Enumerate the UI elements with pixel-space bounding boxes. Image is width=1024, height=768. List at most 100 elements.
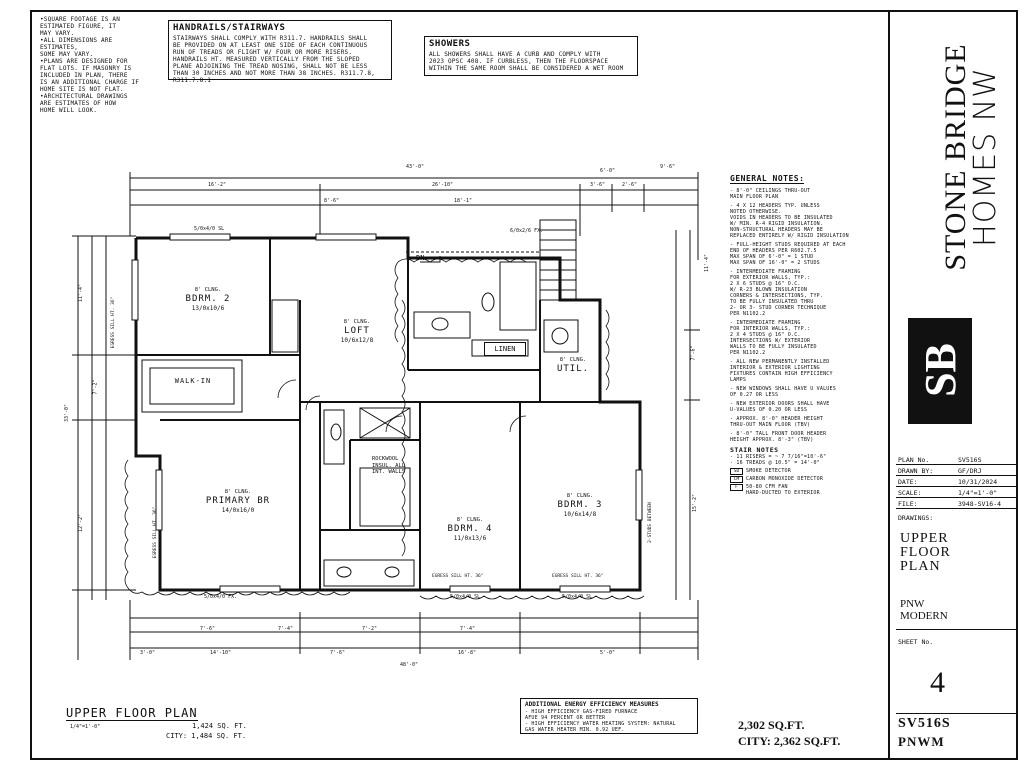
plan-scale: 1/4"=1'-0" — [70, 724, 101, 730]
titleblock-value: 3948-SV16-4 — [958, 500, 1002, 508]
window-bot-3: 5/0x4/0 SL — [562, 594, 593, 600]
dim-left-c: 12'-2" — [78, 513, 85, 533]
dim-bot-c: 7'-6" — [330, 650, 346, 656]
company-name-block: STONE BRIDGE HOMES NW — [896, 22, 1016, 312]
dim-top-e: 8'-6" — [324, 198, 340, 204]
titleblock-row: PLAN No.SV516S — [896, 454, 1016, 465]
linen-closet: LINEN — [484, 342, 526, 356]
titleblock-value: GF/DRJ — [958, 467, 982, 475]
dim-bot-f: 7'-6" — [200, 626, 216, 632]
legend-symbol: SD — [730, 468, 743, 475]
bdrm2-name: BDRM. 2 — [185, 294, 231, 304]
dim-left-a: 11'-4" — [78, 283, 85, 303]
sheet-number: 4 — [930, 666, 945, 699]
plan-sqft: 1,424 SQ. FT. — [192, 722, 247, 730]
bdrm4-size: 11/0x13/6 — [453, 535, 487, 542]
sheet-number-block: SHEET No. 4 — [896, 636, 1016, 714]
bdrm4-ceiling: 8' CLNG. — [456, 517, 484, 523]
titleblock-row: DATE:10/31/2024 — [896, 476, 1016, 487]
room-primary: 8' CLNG. PRIMARY BR 14/0x16/0 — [188, 488, 288, 515]
primary-ceiling: 8' CLNG. — [224, 489, 252, 495]
company-logo: SB — [908, 318, 972, 424]
window-top-1: 5/0x4/0 SL — [194, 226, 225, 232]
company-name-line1: STONE BRIDGE — [939, 43, 972, 271]
dim-top-d: 6'-0" — [600, 168, 616, 174]
energy-measures-box: ADDITIONAL ENERGY EFFICIENCY MEASURES - … — [520, 698, 698, 734]
dim-top-h: 2'-6" — [622, 182, 638, 188]
energy-title: ADDITIONAL ENERGY EFFICIENCY MEASURES — [525, 701, 659, 708]
showers-title: SHOWERS — [429, 39, 471, 49]
dim-bot-h: 7'-2" — [362, 626, 378, 632]
general-note-item: - INTERMEDIATE FRAMING FOR EXTERIOR WALL… — [730, 269, 827, 317]
dim-top-f: 18'-1" — [454, 198, 473, 204]
titleblock-value: 1/4"=1'-0" — [958, 489, 998, 497]
showers-note-box: SHOWERS ALL SHOWERS SHALL HAVE A CURB AN… — [424, 36, 638, 76]
window-top-2: 6/0x2/6 FX. — [510, 228, 544, 234]
studs-between-note: 2-STUDS BETWEEN — [647, 502, 653, 543]
rockwool-note: ROCKWOOL INSUL. ALL INT. WALLS — [372, 456, 406, 475]
dim-left-overall: 33'-0" — [64, 403, 71, 423]
dim-right-c: 15'-2" — [692, 493, 699, 513]
loft-size: 10/6x12/8 — [340, 337, 374, 344]
room-bdrm2: 8' CLNG. BDRM. 2 13/0x10/6 — [168, 286, 248, 313]
dim-bot-a: 3'-0" — [140, 650, 156, 656]
general-note-item: - 8'-0" TALL FRONT DOOR HEADER HEIGHT AP… — [730, 431, 827, 443]
energy-body: - HIGH EFFICIENCY GAS-FIRED FURNACE AFUE… — [525, 709, 676, 733]
dim-top-g: 3'-6" — [590, 182, 606, 188]
egress-bdrm2: EGRESS SILL HT. 36" — [111, 296, 117, 349]
primary-name: PRIMARY BR — [205, 496, 271, 506]
legend-symbol: CM — [730, 476, 743, 483]
dim-bot-d: 16'-8" — [458, 650, 477, 656]
egress-bdrm4: EGRESS SILL HT. 36" — [432, 574, 484, 579]
plan-title: UPPER FLOOR PLAN — [66, 706, 198, 721]
window-bot-1: 5/0x4/0 FX. — [204, 594, 238, 600]
titleblock-value: SV516S — [958, 456, 982, 464]
drawing-style: PNW MODERN — [900, 598, 948, 622]
bdrm4-name: BDRM. 4 — [447, 524, 493, 534]
legend-text: 50-80 CFM FAN HARD-DUCTED TO EXTERIOR — [746, 484, 820, 496]
loft-name: LOFT — [344, 326, 370, 336]
titleblock-key: FILE: — [898, 500, 918, 508]
room-walkin: WALK-IN — [168, 377, 218, 386]
dim-top-overall: 43'-0" — [406, 164, 425, 170]
title-block — [888, 12, 1016, 758]
drawing-name: UPPER FLOOR PLAN — [900, 531, 951, 574]
plan-code: SV516S — [898, 716, 951, 731]
bdrm3-name: BDRM. 3 — [557, 500, 603, 510]
plan-sqft-city: CITY: 1,484 SQ. FT. — [166, 732, 247, 740]
general-note-item: - NEW WINDOWS SHALL HAVE U VALUES OF 0.2… — [730, 386, 836, 398]
handrails-note-box: HANDRAILS/STAIRWAYS STAIRWAYS SHALL COMP… — [168, 20, 392, 84]
room-bdrm3: 8' CLNG. BDRM. 3 10/6x14/8 — [540, 492, 620, 519]
dim-top-b: 26'-10" — [432, 182, 454, 188]
dim-left-b: 7'-2" — [92, 379, 99, 395]
titleblock-key: DATE: — [898, 478, 918, 486]
bdrm3-ceiling: 8' CLNG. — [566, 493, 594, 499]
general-notes: GENERAL NOTES: - 8'-0" CEILINGS THRU-OUT… — [730, 166, 882, 496]
walkin-name: WALK-IN — [174, 377, 212, 385]
bdrm3-size: 10/6x14/8 — [563, 511, 597, 518]
primary-size: 14/0x16/0 — [221, 507, 255, 514]
egress-bdrm3: EGRESS SILL HT. 36" — [552, 574, 604, 579]
handrails-title: HANDRAILS/STAIRWAYS — [173, 23, 286, 33]
general-note-item: - FULL-HEIGHT STUDS REQUIRED AT EACH END… — [730, 242, 846, 266]
dim-right-b: 11'-4" — [704, 253, 711, 273]
stair-notes-title: STAIR NOTES — [730, 446, 779, 454]
dim-bot-b: 14'-10" — [210, 650, 232, 656]
sheet-border — [30, 10, 1018, 760]
total-sqft-city: CITY: 2,362 SQ.FT. — [738, 734, 841, 748]
util-name: UTIL. — [556, 364, 590, 374]
legend-text: CARBON MONOXIDE DETECTOR — [746, 476, 824, 482]
showers-body: ALL SHOWERS SHALL HAVE A CURB AND COMPLY… — [429, 51, 624, 72]
general-note-item: - ALL NEW PERMANENTLY INSTALLED INTERIOR… — [730, 359, 833, 383]
util-ceiling: 8' CLNG. — [559, 357, 587, 363]
general-note-item: - NEW EXTERIOR DOORS SHALL HAVE U-VALUES… — [730, 401, 830, 413]
room-bdrm4: 8' CLNG. BDRM. 4 11/0x13/6 — [430, 516, 510, 543]
general-notes-title: GENERAL NOTES: — [730, 174, 805, 184]
logo-letters: SB — [916, 343, 965, 397]
handrails-body: STAIRWAYS SHALL COMPLY WITH R311.7. HAND… — [173, 35, 376, 84]
legend-symbol: F — [730, 484, 743, 491]
sheet-label: SHEET No. — [898, 638, 934, 646]
